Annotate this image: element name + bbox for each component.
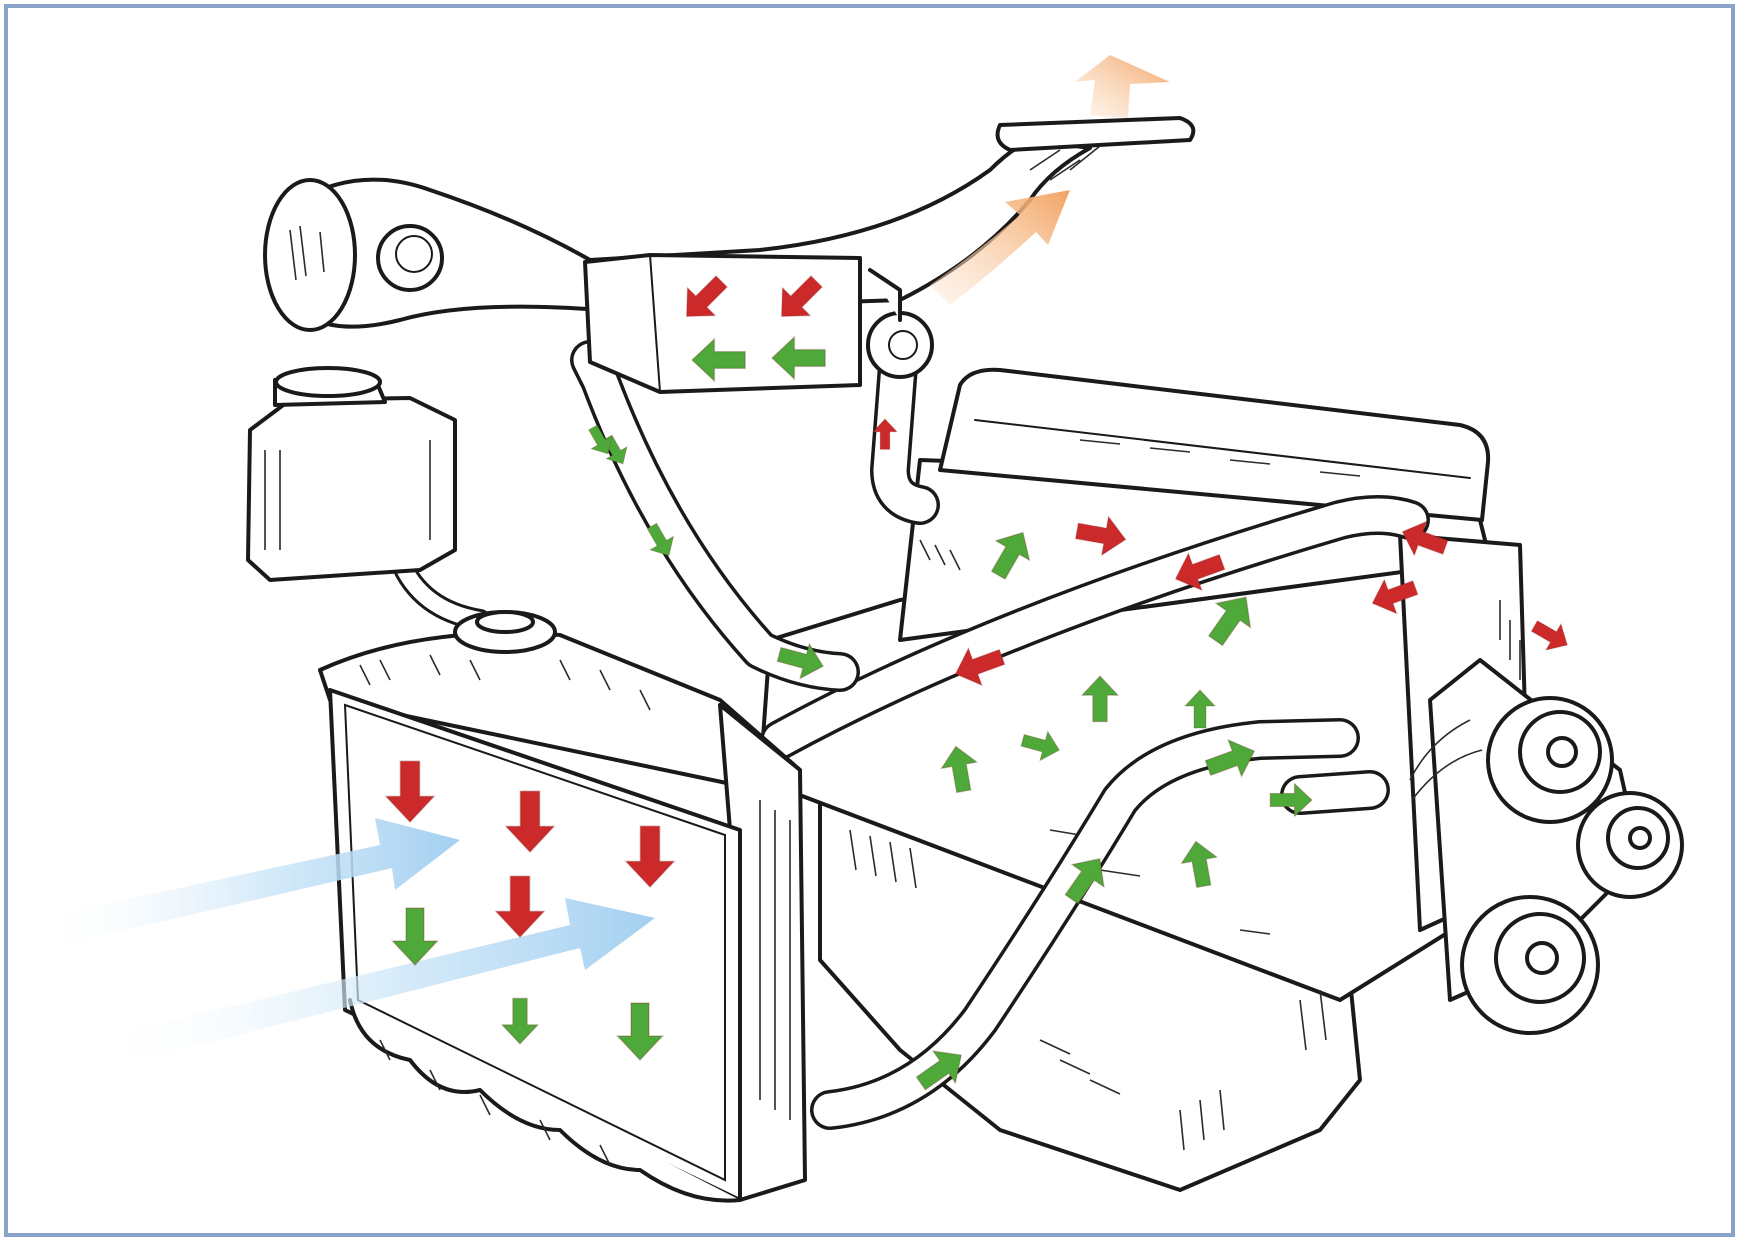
engine-cooling-diagram [0, 0, 1739, 1241]
